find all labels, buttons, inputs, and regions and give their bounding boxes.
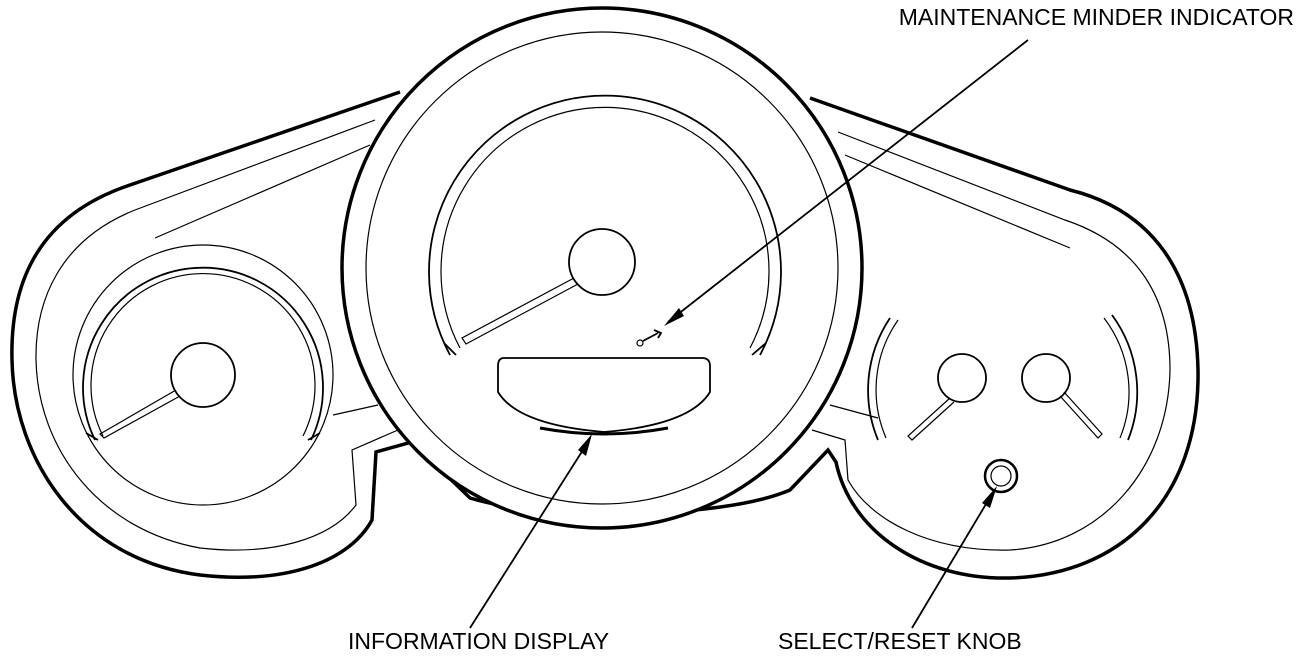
leader-maintenance-minder xyxy=(664,39,1029,326)
cluster-upper-line-right xyxy=(844,154,1071,249)
temp-gauge-needle xyxy=(1059,391,1103,439)
label-select-reset-knob: SELECT/RESET KNOB xyxy=(778,628,1022,654)
tachometer-needle xyxy=(99,389,181,439)
speedometer-hub xyxy=(568,228,636,296)
tachometer-gauge xyxy=(72,244,334,506)
fuel-gauge-needle xyxy=(907,397,955,441)
label-maintenance-minder-indicator: MAINTENANCE MINDER INDICATOR xyxy=(899,4,1294,30)
label-information-display: INFORMATION DISPLAY xyxy=(348,628,609,654)
speedometer-needle xyxy=(461,277,579,345)
cluster-inner-contour xyxy=(35,119,399,551)
information-display-lower-edge xyxy=(539,426,669,436)
speedometer-gauge xyxy=(340,6,864,530)
cluster-lower-line-left xyxy=(332,404,379,416)
select-reset-knob[interactable] xyxy=(983,458,1019,494)
fuel-gauge-hub xyxy=(937,353,987,403)
leader-select-reset-knob xyxy=(911,486,997,629)
cluster-inner-contour-right xyxy=(811,131,1171,551)
cluster-upper-line-left xyxy=(154,144,371,239)
leader-information-display xyxy=(469,434,592,629)
information-display xyxy=(497,357,711,433)
fuel-temp-gauges xyxy=(867,314,1139,441)
temp-gauge-hub xyxy=(1021,353,1071,403)
maintenance-minder-wrench-icon xyxy=(636,329,663,347)
